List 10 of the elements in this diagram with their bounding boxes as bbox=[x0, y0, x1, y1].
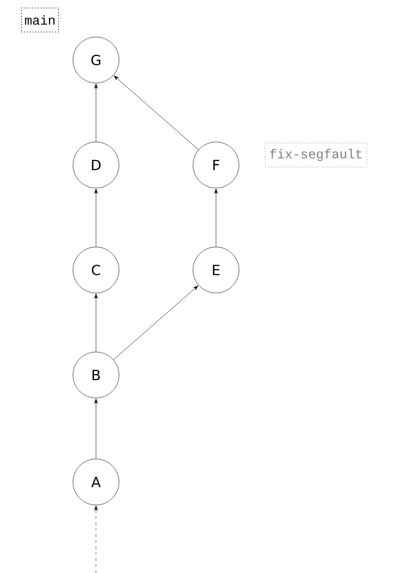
arrow bbox=[114, 76, 199, 150]
arrow bbox=[94, 506, 98, 573]
arrow bbox=[94, 398, 98, 459]
arrow bbox=[113, 286, 198, 360]
arrow bbox=[94, 294, 98, 352]
arrow bbox=[94, 84, 98, 142]
branch-label: main bbox=[21, 8, 59, 32]
arrow bbox=[214, 188, 218, 247]
arrow bbox=[94, 188, 98, 247]
branch-label: fix-segfault bbox=[264, 142, 368, 168]
